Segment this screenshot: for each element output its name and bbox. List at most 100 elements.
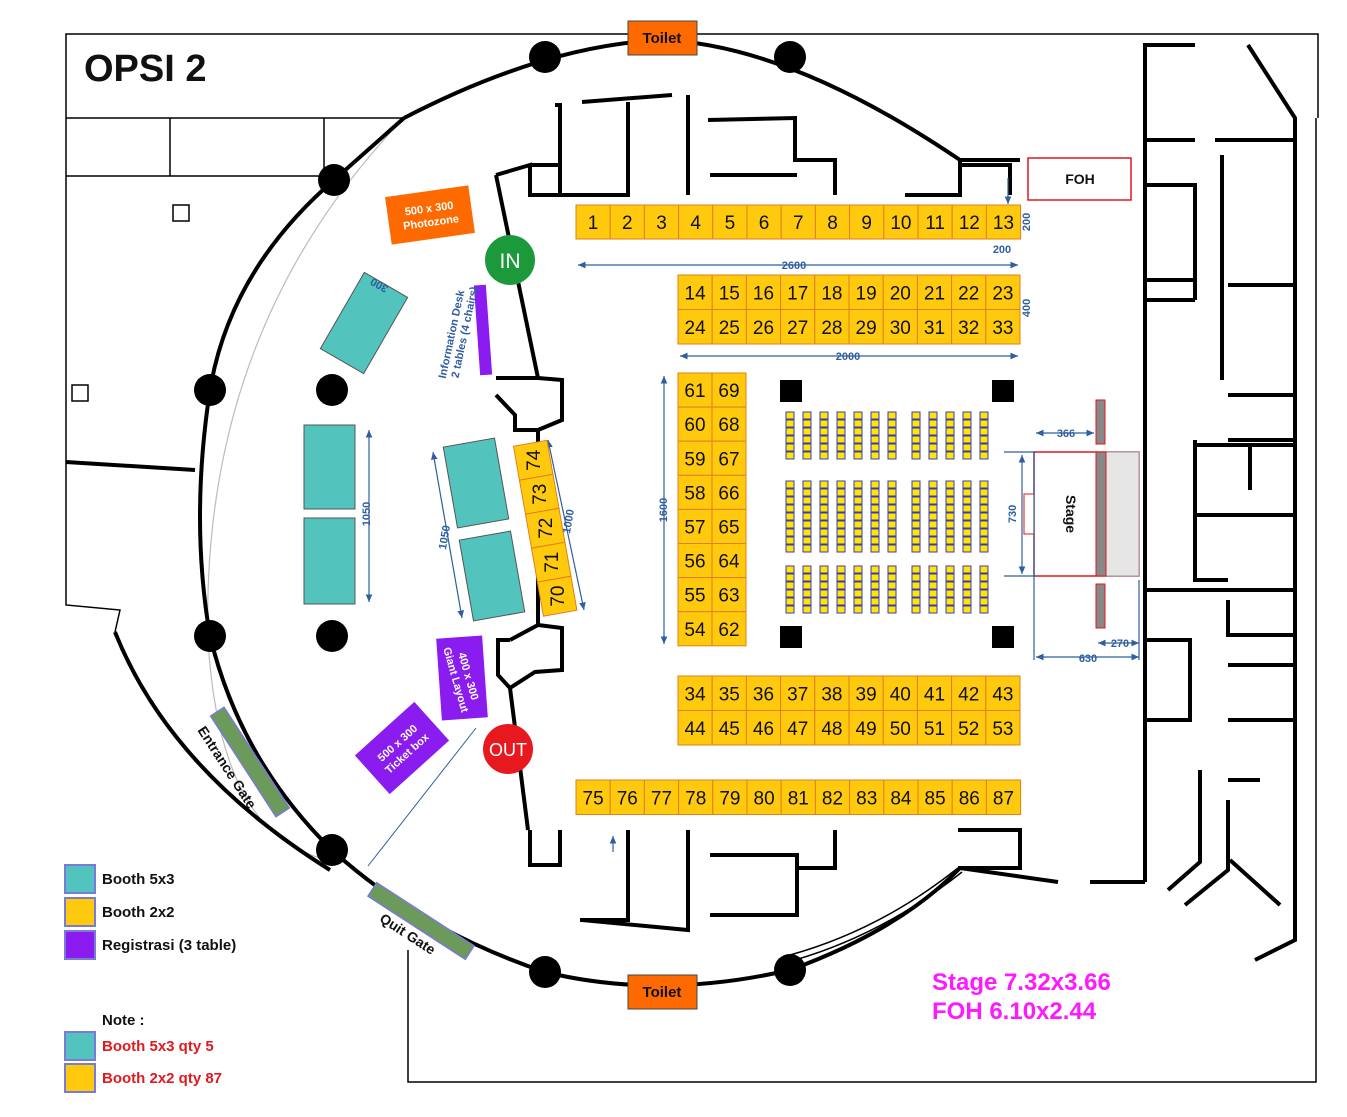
audience-seat [802,496,812,505]
specs: Stage 7.32x3.66 FOH 6.10x2.44 [932,968,1111,1026]
booth-2x2-number: 28 [821,318,842,339]
booth-2x2-cell [849,779,885,815]
audience-seat [836,496,846,505]
audience-seat [785,528,795,537]
booth-2x2-number: 84 [890,788,912,809]
in-label: IN [500,250,521,273]
audience-seat [819,565,829,574]
booth-2x2: 57 [677,508,713,544]
audience-seat [887,480,897,489]
audience-seat [979,581,989,590]
audience-seat [962,411,972,420]
booth-2x2-number: 71 [542,552,563,573]
audience-seat [887,581,897,590]
booth-2x2-cell [780,309,816,345]
pillar [194,374,226,406]
audience-seating [785,411,989,614]
booth-2x2: 47 [780,710,816,746]
booth-2x2-number: 76 [617,788,638,809]
audience-seat [802,504,812,513]
booth-5x3 [319,271,409,375]
booth-2x2-number: 78 [685,788,706,809]
audience-seat [945,419,955,428]
booth-2x2-number: 24 [685,318,707,339]
audience-seat [785,480,795,489]
audience-seat [887,451,897,460]
audience-seat [979,435,989,444]
booth-2x2: 77 [643,779,680,815]
audience-seat [853,451,863,460]
booth-2x2: 58 [677,474,713,510]
audience-seat [945,451,955,460]
booth-2x2: 45 [711,710,747,746]
audience-seat [802,544,812,553]
stage-posts [780,380,1014,648]
audience-seat [979,565,989,574]
pillar [774,41,806,73]
post [992,380,1014,402]
booth-2x2-number: 39 [856,684,877,705]
booth-2x2-cell [745,675,782,711]
booth-2x2-number: 72 [536,518,557,539]
audience-seat [887,435,897,444]
audience-seat [962,435,972,444]
booth-2x2-cell [985,710,1021,746]
booth-2x2-number: 47 [787,719,808,740]
swatch-registrasi [64,930,96,960]
audience-seat [836,480,846,489]
audience-seat [945,536,955,545]
audience-seat [819,544,829,553]
dim-1050-mid: 1050 [437,524,453,550]
booth-2x2-number: 79 [719,788,740,809]
audience-seat [928,544,938,553]
audience-seat [911,488,921,497]
audience-seat [979,496,989,505]
audience-seat [836,419,846,428]
audience-seat [945,504,955,513]
audience-seat [928,427,938,436]
booth-2x2: 8 [814,204,851,240]
dim-400: 400 [1021,299,1033,317]
booth-2x2: 6 [746,204,782,240]
audience-seat [911,451,921,460]
legend-note: Note : [102,1012,145,1029]
booth-2x2: 4 [678,204,714,240]
spec-stage: Stage 7.32x3.66 [932,969,1111,996]
booth-2x2-number: 77 [651,788,672,809]
booth-2x2: 63 [711,577,747,613]
audience-seat [785,573,795,582]
legend-booth-5x3-qty-label: Booth 5x3 qty 5 [102,1038,214,1055]
booth-2x2: 82 [814,779,851,815]
audience-seat [836,451,846,460]
booth-2x2-number: 57 [684,517,705,538]
audience-seat [819,496,829,505]
booth-2x2-number: 33 [992,318,1013,339]
booth-2x2: 10 [883,204,919,240]
audience-seat [911,605,921,614]
audience-seat [979,480,989,489]
audience-seat [979,411,989,420]
audience-seat [928,411,938,420]
booth-2x2: 76 [609,779,645,815]
pillar [318,164,350,196]
audience-seat [836,536,846,545]
audience-seat [870,427,880,436]
booth-2x2: 9 [849,204,885,240]
booth-2x2: 41 [916,675,953,711]
dim-630: 630 [1079,653,1097,665]
booth-2x2-number: 18 [821,283,842,304]
booth-2x2: 80 [746,779,782,815]
legend-registrasi-label: Registrasi (3 table) [102,937,237,954]
booth-2x2-cell [814,779,851,815]
dim-200-a: 200 [1021,213,1033,231]
audience-seat [853,435,863,444]
audience-seat [853,544,863,553]
post [780,626,802,648]
audience-seat [819,427,829,436]
booth-2x2-cell [711,611,747,647]
swatch-booth-2x2 [64,897,96,927]
booth-2x2: 34 [677,675,713,711]
booth-2x2: 11 [917,204,953,240]
booth-2x2-number: 38 [821,684,842,705]
toilet-bottom-label: Toilet [643,984,682,1001]
